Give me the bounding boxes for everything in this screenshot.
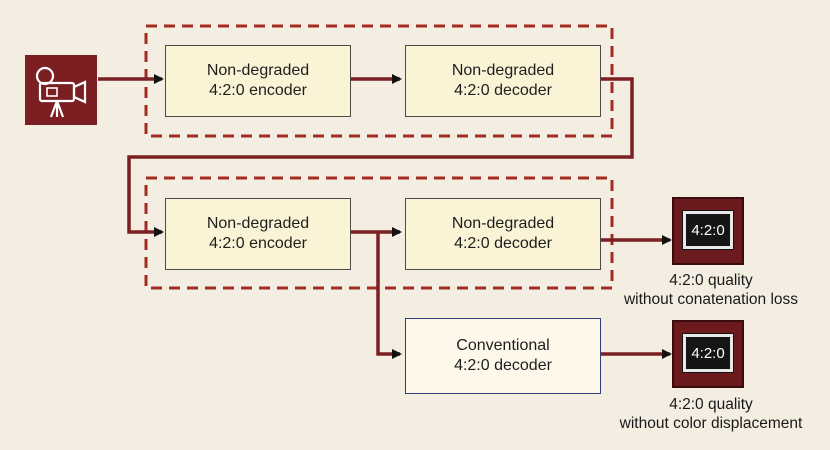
video-camera-icon <box>25 55 97 125</box>
monitor-icon-top: 4:2:0 <box>672 197 744 265</box>
arrow-encoder-to-conventional-decoder <box>376 232 402 359</box>
monitor-caption-bottom-line1: 4:2:0 quality <box>669 396 753 413</box>
conventional-decoder-line2: 4:2:0 decoder <box>454 357 552 374</box>
monitor-caption-top: 4:2:0 quality without conatenation loss <box>598 271 824 309</box>
monitor-screen-top: 4:2:0 <box>682 210 734 250</box>
monitor-caption-bottom-line2: without color displacement <box>619 415 803 432</box>
encoder-box-middle: Non-degraded 4:2:0 encoder <box>165 198 351 270</box>
encoder-box-middle-line1: Non-degraded <box>206 215 310 232</box>
monitor-icon-bottom: 4:2:0 <box>672 320 744 388</box>
monitor-caption-top-line2: without conatenation loss <box>623 291 799 308</box>
decoder-box-top-line2: 4:2:0 decoder <box>454 82 552 99</box>
decoder-box-middle: Non-degraded 4:2:0 decoder <box>405 198 601 270</box>
monitor-caption-bottom: 4:2:0 quality without color displacement <box>598 395 824 433</box>
conventional-decoder-box: Conventional 4:2:0 decoder <box>405 318 601 394</box>
decoder-box-top: Non-degraded 4:2:0 decoder <box>405 45 601 117</box>
arrow-decoder-top-to-encoder-mid <box>127 77 634 237</box>
decoder-box-middle-line1: Non-degraded <box>451 215 555 232</box>
encoder-box-middle-line2: 4:2:0 encoder <box>209 235 307 252</box>
encoder-box-top: Non-degraded 4:2:0 encoder <box>165 45 351 117</box>
encoder-box-top-line1: Non-degraded <box>206 62 310 79</box>
decoder-box-middle-line2: 4:2:0 decoder <box>454 235 552 252</box>
encoder-box-top-line2: 4:2:0 encoder <box>209 82 307 99</box>
decoder-box-top-line1: Non-degraded <box>451 62 555 79</box>
monitor-caption-top-line1: 4:2:0 quality <box>669 272 753 289</box>
monitor-screen-bottom: 4:2:0 <box>682 333 734 373</box>
conventional-decoder-line1: Conventional <box>456 337 550 354</box>
